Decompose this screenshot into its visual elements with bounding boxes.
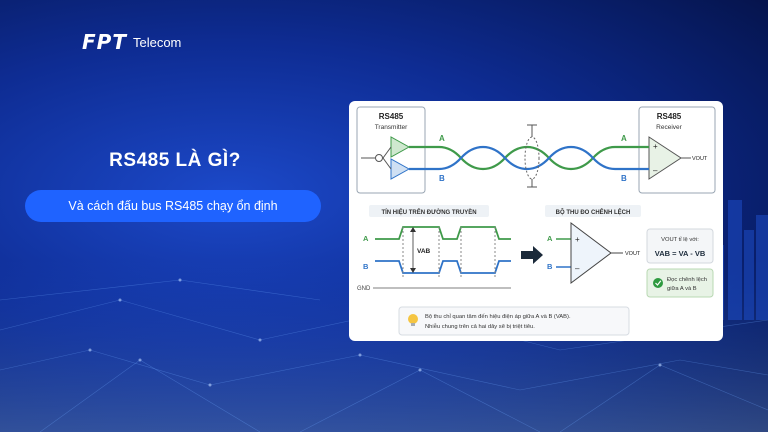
wave-label-a: A — [363, 234, 369, 243]
amp-input-label-a: A — [547, 234, 553, 243]
vout-label: VOUT — [692, 156, 708, 162]
check-text-2: giữa A và B — [667, 286, 697, 292]
formula-text: VAB = VA - VB — [655, 249, 706, 258]
receiver-amp — [648, 136, 682, 180]
diff-amp — [570, 222, 612, 284]
receiver-label-box — [545, 205, 641, 217]
transmitter-title: RS485 — [379, 112, 404, 121]
subtitle-text: Và cách đấu bus RS485 chạy ổn định — [68, 199, 278, 213]
flow-arrow — [521, 246, 543, 264]
shield-ellipse — [524, 136, 540, 180]
signal-label: TÍN HIỆU TRÊN ĐƯỜNG TRUYỀN — [381, 208, 476, 216]
vab-arrowhead-bottom — [410, 268, 416, 273]
page-title: RS485 LÀ GÌ? — [109, 150, 241, 171]
amp-minus: – — [575, 264, 580, 273]
logo-text: Telecom — [132, 34, 182, 50]
transmitter-sub: Transmitter — [375, 124, 408, 131]
split-wire-a — [382, 146, 392, 159]
line-a-wire — [409, 145, 649, 171]
amp-vout: VOUT — [625, 251, 641, 257]
diagram-card: RS485 Transmitter RS485 Receiver + – VOU… — [349, 101, 723, 341]
amp-input-label-b: B — [547, 262, 553, 271]
check-box — [646, 268, 714, 298]
lightbulb-icon — [408, 314, 418, 324]
note-line-2: Nhiễu chung trên cả hai dây sẽ bị triệt … — [425, 323, 535, 330]
check-mark — [655, 280, 662, 286]
wire-label-b-right: B — [621, 174, 627, 183]
vab-label: VAB — [417, 248, 431, 255]
note-box — [398, 306, 630, 336]
wave-a — [375, 226, 511, 240]
wave-label-b: B — [363, 262, 369, 271]
wave-b — [375, 260, 511, 274]
amp-plus: + — [575, 235, 580, 244]
formula-box — [646, 228, 714, 264]
receiver-plus: + — [653, 142, 658, 151]
receiver-label: BỘ THU ĐO CHÊNH LỆCH — [556, 208, 631, 216]
rs485-diagram: RS485 Transmitter RS485 Receiver + – VOU… — [356, 106, 716, 336]
note-line-1: Bộ thu chỉ quan tâm đến hiệu điện áp giữ… — [425, 313, 571, 320]
logo-mark: FPT — [82, 30, 127, 54]
subtitle-pill: Và cách đấu bus RS485 chạy ổn định — [25, 190, 321, 222]
brand-logo: FPT Telecom — [82, 30, 181, 54]
wire-label-a-right: A — [621, 134, 627, 143]
input-node — [375, 154, 383, 162]
receiver-minus: – — [653, 166, 658, 175]
wire-label-a-left: A — [439, 134, 445, 143]
check-text-1: Đọc chênh lệch — [667, 277, 707, 283]
ratio-text: VOUT tỉ lệ với: — [661, 236, 699, 243]
line-b-wire — [409, 145, 649, 171]
receiver-title: RS485 — [657, 112, 682, 121]
wire-label-b-left: B — [439, 174, 445, 183]
network-dots — [88, 278, 662, 387]
signal-label-box — [369, 205, 489, 217]
vab-arrowhead-top — [410, 227, 416, 232]
split-wire-b — [382, 157, 392, 170]
receiver-sub: Receiver — [656, 124, 682, 131]
check-icon — [653, 278, 663, 288]
gnd-label: GND — [357, 286, 371, 292]
lightbulb-base — [411, 323, 415, 326]
